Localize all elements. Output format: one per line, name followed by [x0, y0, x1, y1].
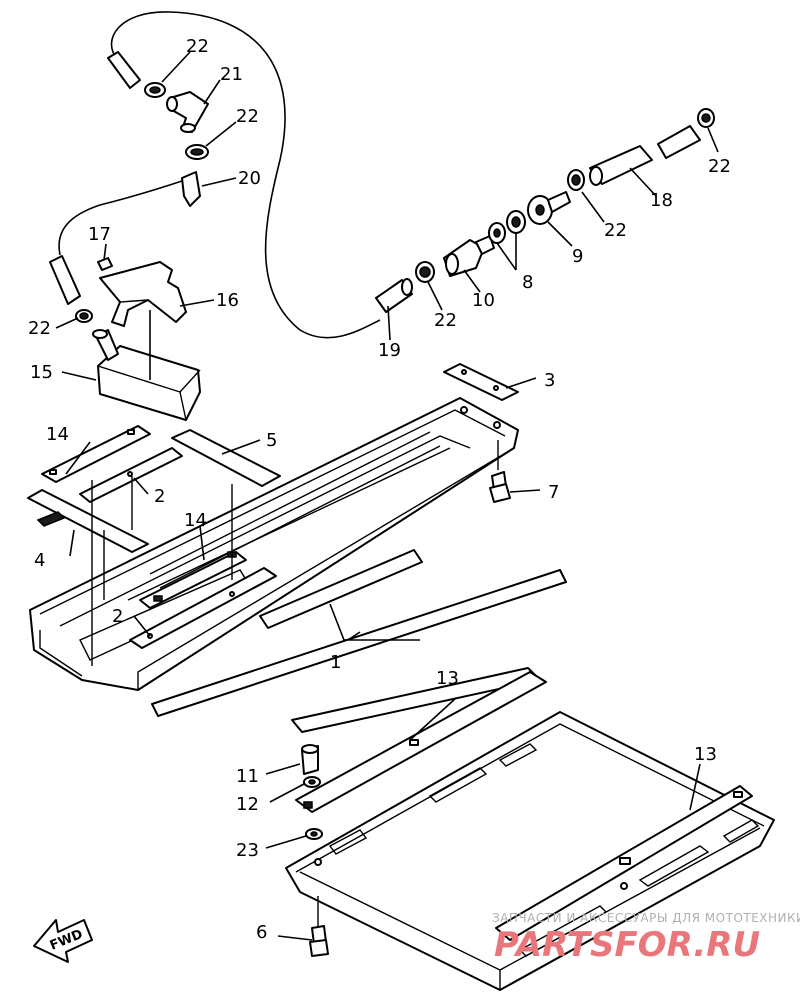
hose-20 [181, 171, 201, 207]
watermark: ЗАПЧАСТИ И АКСЕССУАРЫ ДЛЯ МОТОТЕХНИКИ PA… [492, 911, 800, 965]
hose-19 [375, 278, 413, 313]
callout-21: 21 [220, 64, 243, 85]
clamp-22-middle [185, 144, 209, 160]
callout-11: 11 [236, 766, 259, 787]
fitting-9 [527, 191, 571, 225]
runner-1-upper [259, 549, 423, 629]
washer-23 [305, 828, 323, 840]
elbow-fitting-21 [166, 91, 209, 133]
base-plate [285, 711, 775, 991]
bolt-7 [489, 440, 511, 503]
fwd-arrow-icon: FWD [33, 919, 93, 963]
callout-19: 19 [378, 340, 401, 361]
runner-1-lower [151, 569, 567, 717]
callout-14: 14 [46, 424, 69, 445]
strip-5 [171, 429, 281, 487]
clamp-22-lower-right [415, 261, 435, 283]
valve-10 [443, 235, 495, 277]
screw-17 [97, 257, 113, 271]
tank-15 [92, 310, 201, 421]
washers-8 [488, 210, 526, 244]
strip-2-upper [79, 447, 183, 503]
clamp-22-left [75, 309, 93, 323]
callout-22: 22 [434, 310, 457, 331]
callout-leaders [55, 51, 719, 941]
callout-9: 9 [572, 246, 583, 267]
vent-hose-line [110, 11, 381, 339]
callout-4: 4 [34, 550, 45, 571]
callout-8: 8 [522, 272, 533, 293]
callout-22: 22 [236, 106, 259, 127]
callout-20: 20 [238, 168, 261, 189]
seat-frame [29, 397, 519, 691]
callout-3: 3 [544, 370, 555, 391]
callout-22: 22 [186, 36, 209, 57]
bracket-16 [99, 261, 187, 327]
callout-22: 22 [604, 220, 627, 241]
callout-2: 2 [112, 606, 123, 627]
clamp-22-right [567, 169, 585, 191]
callout-22: 22 [708, 156, 731, 177]
callout-14: 14 [184, 510, 207, 531]
strip-4 [27, 489, 149, 553]
strip-13-long [295, 671, 547, 813]
stud-11 [301, 744, 319, 775]
callout-13: 13 [436, 668, 459, 689]
callout-16: 16 [216, 290, 239, 311]
hose-upper-right [657, 125, 701, 159]
vent-hose-line-lower [58, 179, 186, 256]
callout-15: 15 [30, 362, 53, 383]
callout-17: 17 [88, 224, 111, 245]
callout-13: 13 [694, 744, 717, 765]
strip-14-upper [41, 425, 151, 483]
hose-18 [589, 145, 653, 186]
washer-12 [303, 776, 321, 788]
strip-2-lower [129, 567, 277, 649]
callout-numbers: 22 21 22 20 17 16 22 15 14 2 5 4 14 2 1 … [28, 36, 731, 943]
hose-left [49, 255, 81, 305]
clamp-22-top [144, 82, 166, 98]
watermark-logo: PARTSFOR.RU [494, 925, 760, 965]
callout-12: 12 [236, 794, 259, 815]
callout-6: 6 [256, 922, 267, 943]
callout-2: 2 [154, 486, 165, 507]
clamp-22-far-right [697, 108, 715, 128]
strip-3 [443, 363, 519, 401]
callout-5: 5 [266, 430, 277, 451]
hose-top [107, 51, 141, 89]
callout-1: 1 [330, 652, 341, 673]
callout-23: 23 [236, 840, 259, 861]
callout-7: 7 [548, 482, 559, 503]
strip-13-lower [495, 785, 753, 941]
callout-22: 22 [28, 318, 51, 339]
watermark-caption: ЗАПЧАСТИ И АКСЕССУАРЫ ДЛЯ МОТОТЕХНИКИ [492, 911, 800, 925]
callout-10: 10 [472, 290, 495, 311]
bolt-6 [309, 896, 329, 957]
callout-18: 18 [650, 190, 673, 211]
